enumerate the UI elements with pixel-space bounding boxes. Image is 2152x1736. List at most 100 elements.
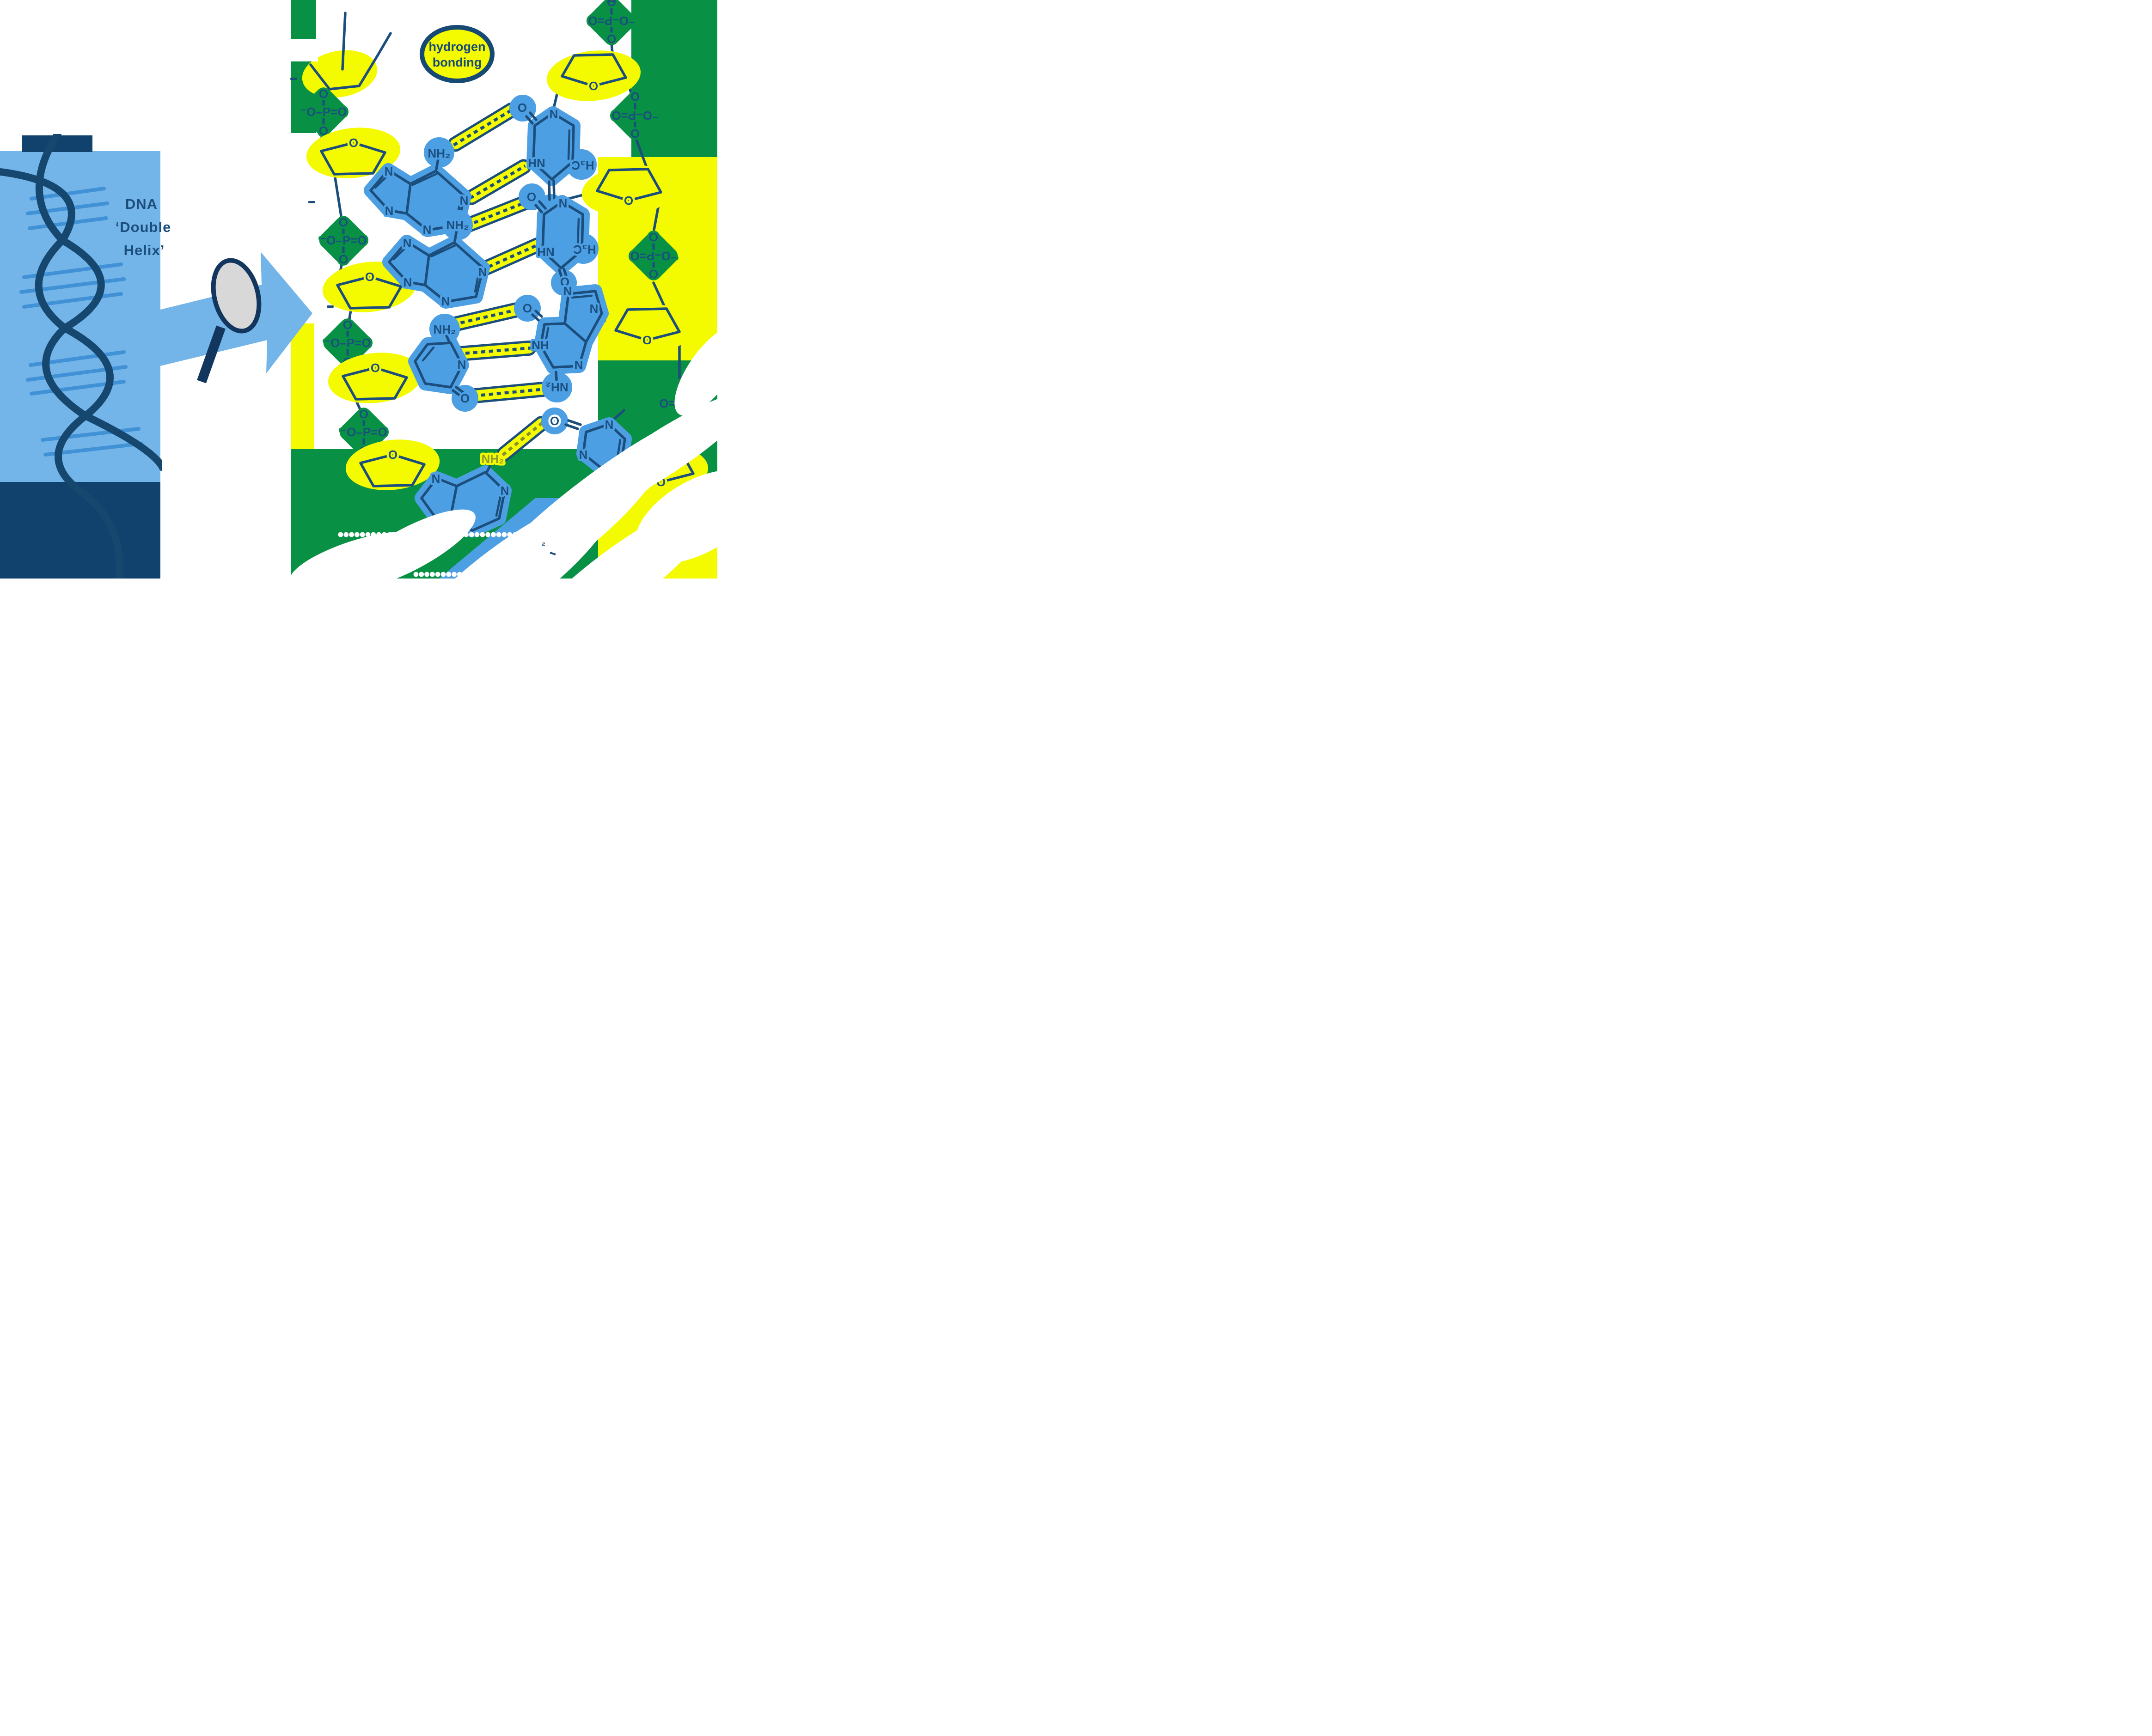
charge-dash <box>308 201 315 203</box>
oxygen-label: O <box>630 127 640 140</box>
ring-nitrogen-label: N <box>385 164 393 178</box>
phosphate-diamond <box>299 87 348 136</box>
ring-nitrogen-label: N <box>563 284 572 298</box>
phosphate-group: O⁻O–P=OO <box>586 0 637 48</box>
imino-label: HN <box>537 245 555 259</box>
base-purine-4: NH₂ N N N <box>415 450 512 537</box>
oxygen-label: O <box>319 87 328 101</box>
white-dot <box>392 532 398 537</box>
paint-smear <box>400 495 615 579</box>
white-dot <box>507 532 513 537</box>
ring-nitrogen-label: N <box>478 265 487 279</box>
base-adenine-1: NH₂ N N N N <box>364 137 471 239</box>
white-dot <box>447 532 452 537</box>
deoxyribose-sugar: O <box>600 305 695 355</box>
panel-title-line3: Helix’ <box>124 242 165 258</box>
white-dot <box>413 572 419 577</box>
phosphate-diamond <box>587 0 636 45</box>
backbone-bond <box>634 136 648 169</box>
panel-title-line2: ‘Double <box>116 219 171 235</box>
oxygen-label: O <box>460 391 470 405</box>
ring-nitrogen-label: N <box>550 107 558 121</box>
white-dot <box>424 572 429 577</box>
white-dot <box>458 532 463 537</box>
phosphate-diamond <box>611 91 660 140</box>
white-dot <box>529 532 534 537</box>
bubble-line2: bonding <box>433 55 482 69</box>
ring-oxygen-label: O <box>642 333 652 347</box>
phosphate-group: O⁻O–P=OO <box>628 228 679 283</box>
white-dot <box>382 532 387 537</box>
bar-dashed-bond <box>466 198 532 227</box>
bar-dashed-bond <box>473 387 545 398</box>
white-dot <box>430 572 435 577</box>
white-dot <box>496 532 501 537</box>
ring-oxygen-label: O <box>589 79 598 93</box>
oxygen-label: O <box>359 407 368 421</box>
ring-nitrogen-label: N <box>501 484 509 498</box>
white-dot <box>441 532 447 537</box>
white-dot <box>425 532 431 537</box>
sugar-ring <box>320 141 386 176</box>
white-dot <box>409 532 414 537</box>
white-dot <box>440 572 446 577</box>
bar-dashed-bond <box>481 243 540 272</box>
white-dot <box>419 572 424 577</box>
backbone-bond <box>341 12 347 71</box>
dotted-white-lines <box>338 532 540 577</box>
backbone-bond <box>358 54 379 87</box>
oxygen-label: O <box>550 414 559 428</box>
stray-tick <box>550 552 556 555</box>
bubble-line1: hydrogen <box>428 40 485 54</box>
deoxyribose-sugar: O <box>328 353 422 403</box>
sugar-ring <box>359 453 426 487</box>
phosphate-row-label: ⁻O–P=O <box>324 336 371 350</box>
methyl-label: H₃C <box>573 243 596 256</box>
cut-bond-marks <box>290 0 615 308</box>
magnifier-handle <box>197 325 226 384</box>
bar-dashed-bond <box>452 307 523 326</box>
white-dot <box>398 532 404 537</box>
ring-oxygen-label: O <box>349 136 358 150</box>
paint-smear <box>674 325 717 416</box>
deoxyribose-sugar: O <box>581 165 676 216</box>
oxygen-label: O <box>343 318 352 332</box>
ring-nitrogen-label: N <box>404 275 412 289</box>
imino-label: HN <box>528 156 545 170</box>
white-dot <box>485 532 490 537</box>
white-dot <box>534 532 540 537</box>
charge-dash <box>290 78 297 80</box>
dna-helix <box>0 134 162 579</box>
left-panel-bottom-band <box>0 482 160 579</box>
ring-nitrogen-label: N <box>432 472 440 486</box>
white-dot <box>436 532 441 537</box>
ring-oxygen-label: O <box>388 448 397 462</box>
white-dot <box>473 572 479 577</box>
white-dot <box>387 532 392 537</box>
ring-nitrogen-label: N <box>579 448 588 462</box>
white-dot <box>404 532 409 537</box>
white-dot <box>457 572 462 577</box>
oxygen-label: O <box>649 267 658 281</box>
backbone-bond <box>376 32 392 57</box>
panel-title: DNA ‘Double Helix’ <box>116 196 171 258</box>
backbone-bond <box>328 85 361 91</box>
base-adenine-2: NH₂ N N N N <box>382 210 490 311</box>
base-cytosine-3: NH₂ N O <box>408 314 478 412</box>
oxygen-label: O <box>339 215 348 229</box>
amino-label: NH₂ <box>446 218 469 232</box>
phosphate-row-label: ⁻O–P=O <box>300 105 347 119</box>
phosphate-group: O⁻O–P=OO <box>318 213 369 268</box>
oxygen-label: O <box>518 101 527 115</box>
bar-dashed-bond <box>453 108 514 146</box>
ring-oxygen-label: O <box>371 361 380 375</box>
amino-label: NH₂ <box>433 323 456 336</box>
paint-smear <box>518 501 717 579</box>
imino-label: HN <box>532 338 549 352</box>
molecule-diagram: O⁻O–P=OOO⁻O–P=OOO⁻O–P=OOO⁻O–P=OOO⁻O–P=OO… <box>290 0 708 537</box>
panel-title-line1: DNA <box>125 196 158 212</box>
dna-helix-strand-b <box>0 168 123 579</box>
sugar-ring <box>596 168 662 202</box>
deoxyribose-sugar: O <box>546 50 641 101</box>
amino-label: NH₂ <box>545 380 568 394</box>
